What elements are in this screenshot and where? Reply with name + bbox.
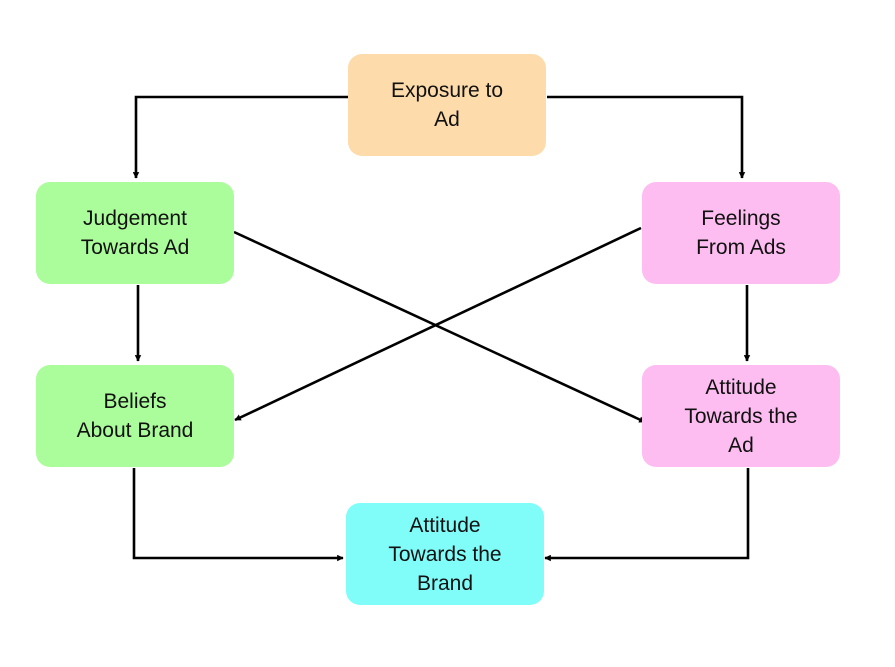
node-exposure-label: Exposure to Ad xyxy=(390,79,504,131)
edge-exposure-to-judgement xyxy=(132,95,348,179)
node-feelings-from-ads: Feelings From Ads xyxy=(642,182,840,284)
node-beliefs-label: Beliefs About Brand xyxy=(76,390,194,442)
node-attitude-towards-ad: Attitude Towards the Ad xyxy=(642,365,840,467)
node-beliefs-about-brand: Beliefs About Brand xyxy=(36,365,234,467)
node-attitude-ad-label: Attitude Towards the Ad xyxy=(684,375,798,457)
node-judgement-towards-ad: Judgement Towards Ad xyxy=(36,182,234,284)
node-judgement-label: Judgement Towards Ad xyxy=(80,207,190,259)
node-exposure-to-ad: Exposure to Ad xyxy=(348,54,546,156)
edge-attitude-ad-to-attitude-brand xyxy=(544,468,750,562)
edge-beliefs-to-attitude-brand xyxy=(132,468,344,562)
node-attitude-brand-label: Attitude Towards the Brand xyxy=(388,513,502,595)
edge-exposure-to-feelings xyxy=(547,95,746,179)
edge-feelings-to-beliefs xyxy=(234,226,642,422)
node-feelings-label: Feelings From Ads xyxy=(696,207,786,259)
edge-judgement-to-attitude-ad xyxy=(233,230,646,424)
node-attitude-towards-brand: Attitude Towards the Brand xyxy=(346,503,544,605)
